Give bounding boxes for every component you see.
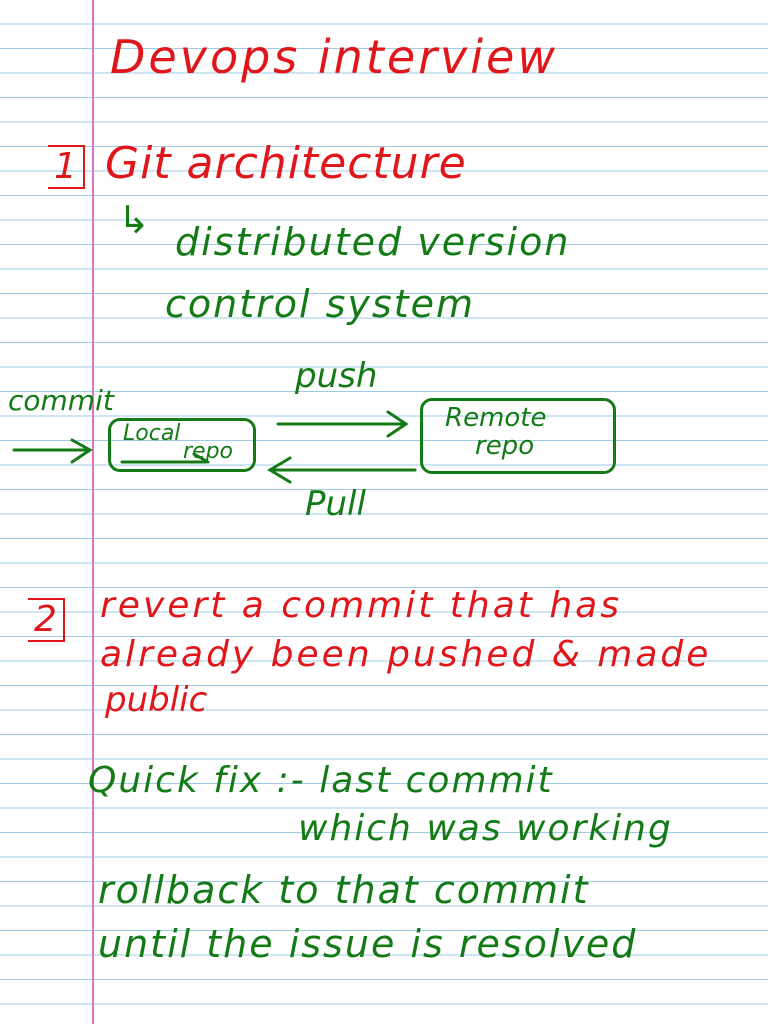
question-2-line-1: revert a commit that has bbox=[100, 585, 622, 626]
commit-arrow-icon bbox=[12, 438, 93, 464]
question-2-line-2: already been pushed & made bbox=[100, 634, 712, 675]
answer-1-line-1: distributed version bbox=[175, 220, 571, 264]
push-arrow-icon bbox=[276, 410, 409, 438]
local-repo-label: Local bbox=[123, 421, 181, 446]
pull-arrow-icon bbox=[267, 456, 417, 484]
answer-2-line-2: which was working bbox=[298, 808, 673, 849]
question-2-number: 2 bbox=[28, 598, 65, 642]
answer-2-line-1: Quick fix :- last commit bbox=[88, 760, 554, 801]
elbow-arrow-icon: ↳ bbox=[118, 198, 150, 242]
remote-repo-label-2: repo bbox=[475, 431, 535, 461]
question-1-text: Git architecture bbox=[105, 138, 467, 189]
question-1-number: 1 bbox=[48, 145, 85, 189]
answer-2-line-3: rollback to that commit bbox=[98, 868, 590, 912]
notebook-margin-line bbox=[92, 0, 94, 1024]
question-2-line-3: public bbox=[105, 680, 208, 720]
push-label: push bbox=[295, 356, 378, 396]
remote-repo-label: Remote bbox=[445, 403, 547, 433]
page-title: Devops interview bbox=[110, 30, 558, 84]
local-repo-label-2: repo bbox=[183, 439, 234, 464]
answer-1-line-2: control system bbox=[165, 282, 476, 326]
answer-2-line-4: until the issue is resolved bbox=[98, 922, 638, 966]
remote-repo-box: Remote repo bbox=[420, 398, 616, 474]
local-repo-box: Local repo bbox=[108, 418, 256, 472]
commit-label: commit bbox=[8, 384, 114, 417]
pull-label: Pull bbox=[305, 484, 366, 524]
